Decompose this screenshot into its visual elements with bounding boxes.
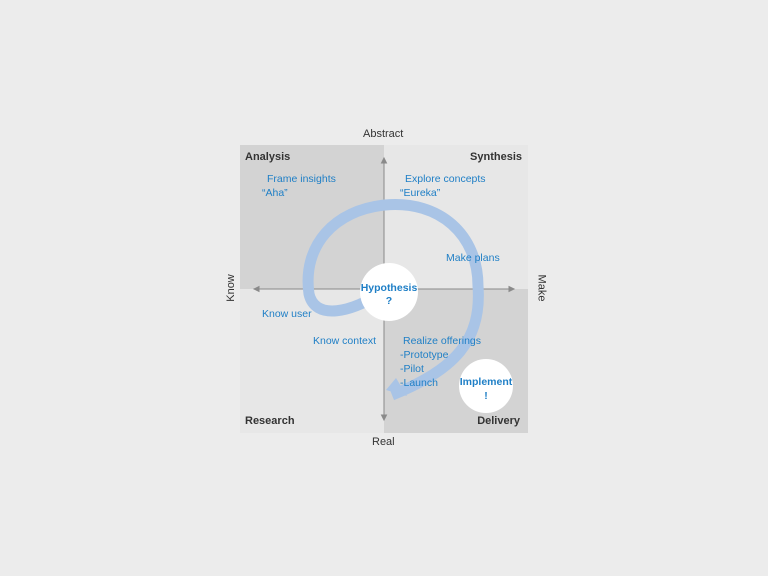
hypothesis-mark: ? — [386, 295, 392, 307]
axis-label-abstract: Abstract — [363, 128, 404, 140]
quadrant-label-synthesis: Synthesis — [470, 151, 522, 163]
axis-label-real: Real — [372, 436, 395, 448]
quadrant-synthesis — [384, 145, 528, 289]
spiral-tail — [386, 378, 407, 396]
quadrant-research — [240, 289, 384, 433]
quadrant-label-delivery: Delivery — [477, 415, 521, 427]
step-explore-concepts-eureka: “Eureka” — [400, 187, 441, 199]
quadrant-label-research: Research — [245, 415, 295, 427]
step-prototype: -Prototype — [400, 349, 449, 361]
implement-mark: ! — [484, 390, 488, 402]
step-explore-concepts: Explore concepts — [405, 173, 486, 185]
step-frame-insights-aha: “Aha” — [262, 187, 288, 199]
process-spiral — [302, 199, 484, 401]
step-know-context: Know context — [313, 335, 376, 347]
step-frame-insights: Frame insights — [267, 173, 336, 185]
implement-label: Implement — [460, 376, 513, 388]
axis-arrow-right — [508, 285, 516, 293]
step-make-plans: Make plans — [446, 252, 500, 264]
hypothesis-circle — [360, 263, 418, 321]
step-launch: -Launch — [400, 377, 438, 389]
implement-circle — [459, 359, 513, 413]
step-realize-offerings: Realize offerings — [403, 335, 481, 347]
step-know-user: Know user — [262, 308, 312, 320]
axis-arrow-down — [380, 414, 388, 422]
hypothesis-label: Hypothesis — [361, 282, 418, 294]
axis-arrow-left — [252, 285, 260, 293]
step-pilot: -Pilot — [400, 363, 424, 375]
quadrant-label-analysis: Analysis — [245, 151, 290, 163]
axis-arrow-up — [380, 156, 388, 164]
